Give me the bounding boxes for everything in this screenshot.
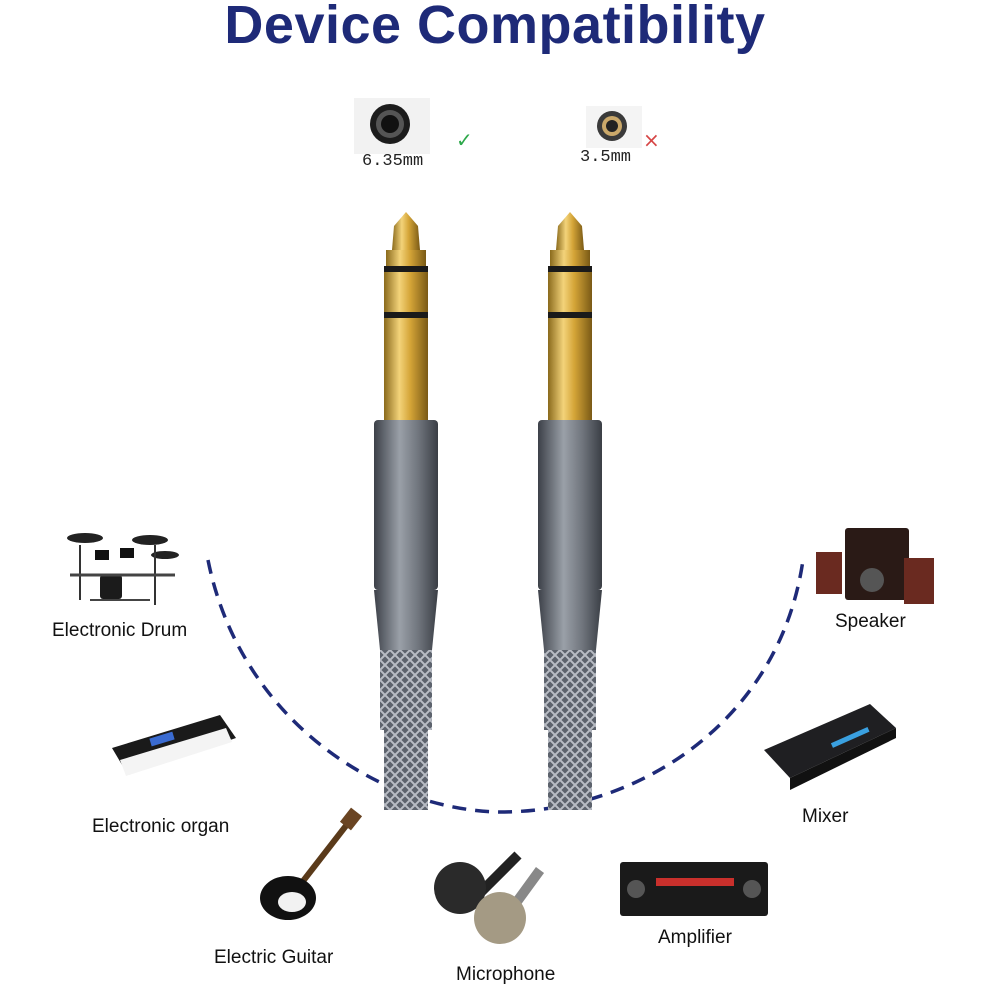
electric-guitar-icon bbox=[260, 807, 363, 920]
jack-635 bbox=[352, 96, 432, 156]
plug-left bbox=[374, 212, 438, 810]
label-electronic-organ: Electronic organ bbox=[92, 816, 230, 837]
cross-icon: × bbox=[643, 128, 660, 152]
jack-socket-635-icon bbox=[354, 98, 430, 154]
label-electric-guitar: Electric Guitar bbox=[214, 947, 334, 968]
jack-635-label: 6.35mm bbox=[362, 152, 424, 171]
mixer-icon bbox=[764, 704, 896, 790]
microphone-icon bbox=[434, 851, 545, 944]
label-mixer: Mixer bbox=[802, 806, 849, 827]
jack-35 bbox=[584, 104, 644, 150]
dashed-arc bbox=[206, 559, 805, 814]
label-amplifier: Amplifier bbox=[658, 927, 732, 948]
plug-right bbox=[538, 212, 602, 810]
speaker-icon bbox=[816, 528, 934, 604]
electronic-drum-icon bbox=[67, 533, 179, 605]
label-electronic-drum: Electronic Drum bbox=[52, 620, 188, 641]
page-title: Device Compatibility bbox=[224, 0, 766, 55]
jack-socket-35-icon bbox=[586, 106, 642, 148]
amplifier-icon bbox=[620, 862, 768, 916]
electronic-organ-icon bbox=[112, 715, 236, 776]
label-speaker: Speaker bbox=[835, 611, 906, 632]
jack-35-label: 3.5mm bbox=[580, 148, 632, 167]
label-microphone: Microphone bbox=[456, 964, 556, 985]
check-icon: ✓ bbox=[456, 128, 473, 152]
